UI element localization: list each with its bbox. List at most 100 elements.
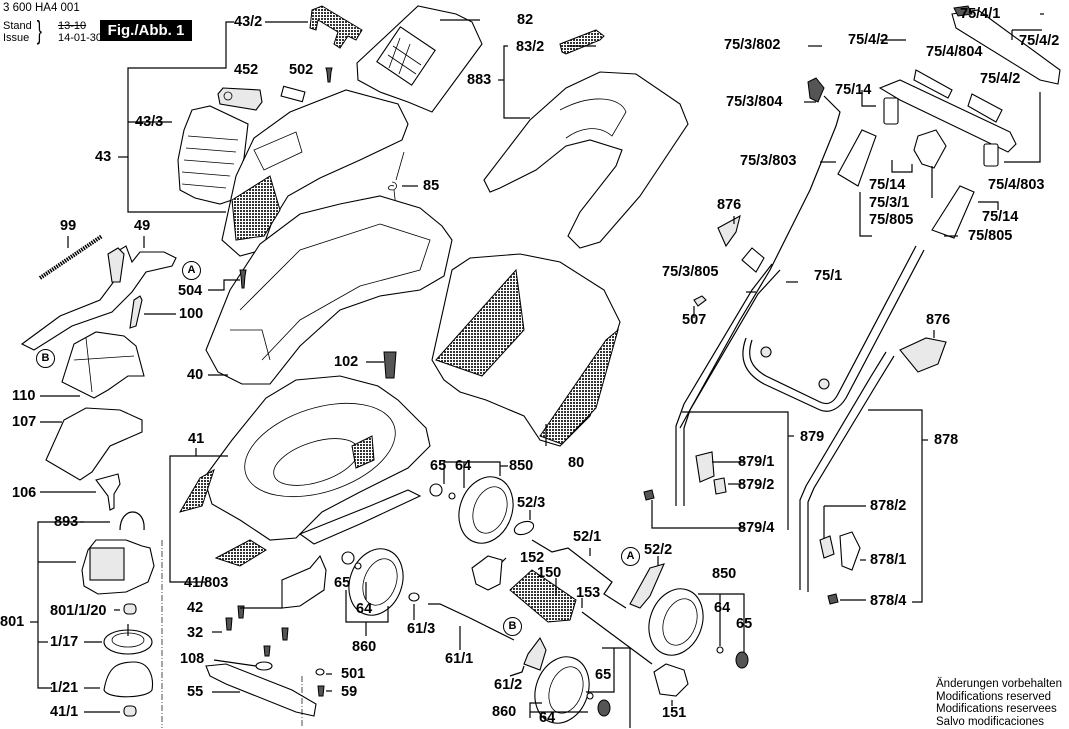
callout-152: 152: [520, 550, 545, 566]
callout-99: 99: [60, 218, 77, 234]
callout-107: 107: [12, 414, 37, 430]
callout-75-14-b: 75/14: [869, 177, 906, 193]
connector-a-marker: A: [621, 547, 640, 566]
part-106-bracket: [95, 473, 121, 511]
callout-75-3-802: 75/3/802: [724, 37, 781, 53]
part-40-chassis: [205, 195, 453, 385]
callout-878-2: 878/2: [870, 498, 907, 514]
callout-55: 55: [187, 684, 204, 700]
part-42-deflector: [281, 554, 327, 609]
callout-75-4-2-b: 75/4/2: [1019, 33, 1060, 49]
callout-52-1: 52/1: [573, 529, 602, 545]
callout-876-b: 876: [926, 312, 951, 328]
callout-75-14-a: 75/14: [835, 82, 872, 98]
callout-65-a: 65: [430, 458, 447, 474]
callout-507: 507: [682, 312, 707, 328]
connector-a-marker: A: [182, 261, 201, 280]
callout-75-4-803: 75/4/803: [988, 177, 1045, 193]
connector-b-marker: B: [36, 349, 55, 368]
wheel-850-lower: [648, 588, 704, 656]
callout-452: 452: [234, 62, 259, 78]
notice-line-en: Modifications reserved: [936, 690, 1052, 703]
callout-878-1: 878/1: [870, 552, 907, 568]
callout-879-1: 879/1: [738, 454, 775, 470]
issue-date: 14-01-30: [58, 32, 103, 44]
part-110-cover: [61, 331, 145, 399]
callout-65-c: 65: [595, 667, 612, 683]
callout-61-2: 61/2: [494, 677, 523, 693]
part-1-17-pulley: [103, 624, 153, 655]
part-49-height-lever: [20, 245, 177, 351]
callout-75-805-a: 75/805: [869, 212, 914, 228]
callout-150: 150: [537, 565, 562, 581]
part-883-cover: [483, 71, 689, 249]
part-107-guard: [45, 407, 143, 481]
part-801-motor: [81, 539, 155, 595]
document-number: 3 600 HA4 001: [3, 2, 80, 14]
stand-label: Stand: [3, 20, 32, 32]
part-452-badge: [217, 87, 263, 111]
callout-75-4-2-c: 75/4/2: [980, 71, 1021, 87]
leader-lines: [30, 13, 1044, 728]
figure-label: Fig./Abb. 1: [100, 20, 192, 41]
callout-153: 153: [576, 585, 601, 601]
callout-504: 504: [178, 283, 203, 299]
callout-82: 82: [517, 12, 534, 28]
callout-64-b: 64: [356, 601, 373, 617]
callout-64-c: 64: [539, 710, 556, 726]
callout-75-4-2-a: 75/4/2: [848, 32, 889, 48]
callout-65-b: 65: [334, 575, 351, 591]
callout-64-d: 64: [714, 600, 731, 616]
callout-110: 110: [12, 388, 36, 404]
callout-151: 151: [662, 705, 687, 721]
callout-1-17: 1/17: [50, 634, 79, 650]
part-82-lid: [356, 5, 483, 113]
callout-100: 100: [179, 306, 204, 322]
wheel-860-lower: [534, 656, 590, 724]
callout-876-a: 876: [717, 197, 742, 213]
brace-icon: }: [36, 15, 42, 45]
callout-878-4: 878/4: [870, 593, 907, 609]
callout-878: 878: [934, 432, 959, 448]
callout-108: 108: [180, 651, 205, 667]
callout-502: 502: [289, 62, 314, 78]
superseded-date: 13-10: [58, 20, 87, 32]
part-43-3-grille: [177, 105, 249, 205]
callout-860-b: 860: [492, 704, 517, 720]
modifications-notice: Änderungen vorbehalten Modifications res…: [936, 678, 1062, 728]
callout-52-3: 52/3: [517, 495, 546, 511]
callout-61-1: 61/1: [445, 651, 474, 667]
part-41-deck: [203, 375, 431, 545]
notice-line-de: Änderungen vorbehalten: [936, 678, 1062, 690]
callout-80: 80: [568, 455, 585, 471]
callout-41-803: 41/803: [184, 575, 229, 591]
wheel-860-upper: [348, 548, 404, 616]
callout-40: 40: [187, 367, 204, 383]
callout-85: 85: [423, 178, 440, 194]
notice-line-fr: Modifications reservees: [936, 703, 1057, 715]
notice-line-es: Salvo modificaciones: [936, 715, 1045, 728]
callout-801: 801: [0, 614, 25, 630]
callout-75-3-804: 75/3/804: [726, 94, 783, 110]
callout-102: 102: [334, 354, 359, 370]
callout-850-a: 850: [509, 458, 534, 474]
callout-75-14-c: 75/14: [982, 209, 1019, 225]
callout-75-3-805: 75/3/805: [662, 264, 719, 280]
callout-43: 43: [95, 149, 112, 165]
callout-61-3: 61/3: [407, 621, 436, 637]
callout-879-2: 879/2: [738, 477, 775, 493]
callout-41: 41: [188, 431, 205, 447]
part-55-blade: [205, 663, 317, 717]
callout-879: 879: [800, 429, 825, 445]
callout-106: 106: [12, 485, 37, 501]
callout-49: 49: [134, 218, 151, 234]
callout-83-2: 83/2: [516, 39, 545, 55]
callout-42: 42: [187, 600, 204, 616]
callout-860-a: 860: [352, 639, 377, 655]
part-80-grass-box: [431, 253, 621, 447]
callout-52-2: 52/2: [644, 542, 673, 558]
callout-43-2: 43/2: [234, 14, 263, 30]
callout-75-4-804: 75/4/804: [926, 44, 983, 60]
callout-879-4: 879/4: [738, 520, 775, 536]
